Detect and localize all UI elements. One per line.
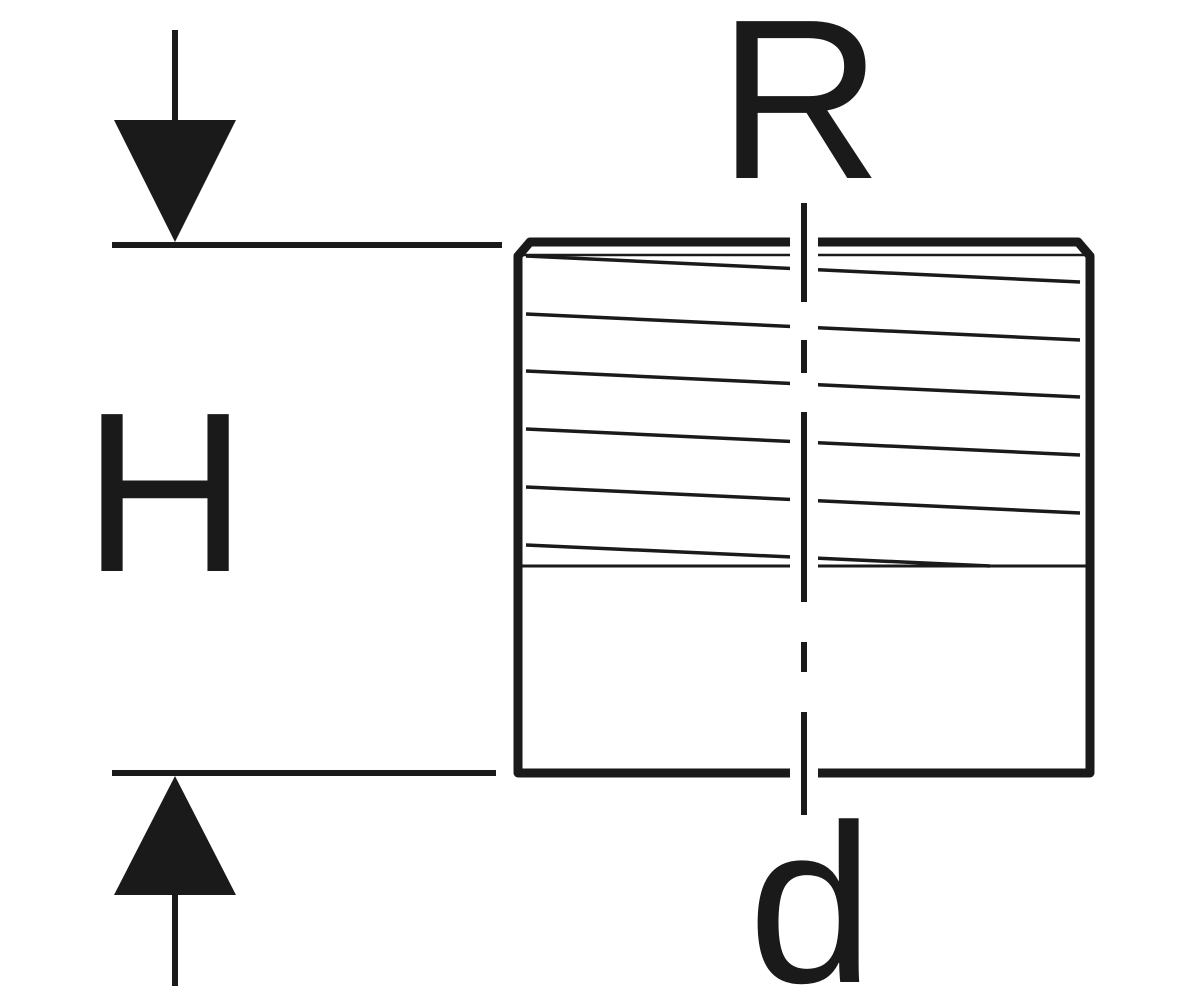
fitting-outline <box>513 237 1095 778</box>
thread-line <box>525 543 991 568</box>
top-dimension-arrow <box>114 30 236 242</box>
center-axis <box>790 203 818 815</box>
bottom-arrow-head <box>114 776 236 895</box>
top-arrow-head <box>114 120 236 242</box>
diameter-label: d <box>748 777 874 1000</box>
height-label: H <box>83 366 248 620</box>
bottom-dimension-arrow <box>114 776 236 986</box>
radius-label: R <box>718 0 883 227</box>
